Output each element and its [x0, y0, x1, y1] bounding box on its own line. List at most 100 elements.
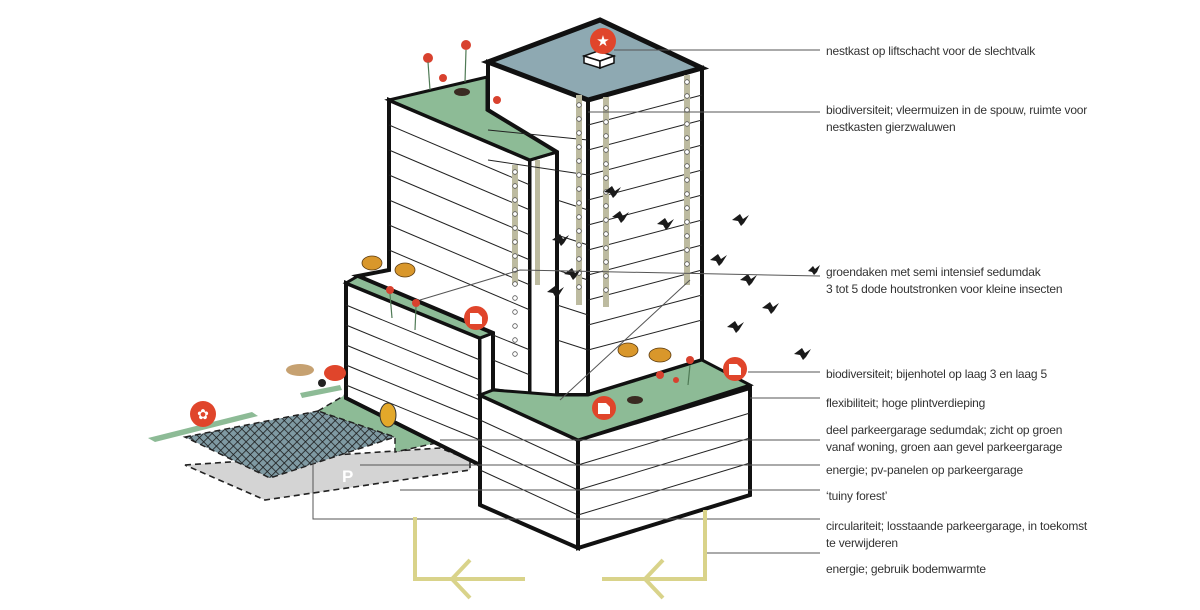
roost-hole — [576, 116, 582, 122]
roost-hole — [684, 93, 690, 99]
swift-bird — [762, 302, 779, 314]
flowers — [386, 40, 694, 386]
roost-hole — [684, 205, 690, 211]
roost-hole — [576, 200, 582, 206]
roost-hole — [576, 228, 582, 234]
roost-hole — [576, 284, 582, 290]
roost-hole — [684, 261, 690, 267]
bee — [617, 342, 639, 358]
label-bats-swifts: biodiversiteit; vleermuizen in de spouw,… — [826, 103, 1088, 134]
roost-hole — [512, 337, 518, 343]
label-geothermal: energie; gebruik bodemwarmte — [826, 562, 986, 576]
bee — [394, 262, 416, 278]
roost-hole — [576, 214, 582, 220]
roost-hole — [576, 172, 582, 178]
label-garage-sedum-roof: deel parkeergarage sedumdak; zicht op gr… — [826, 423, 1063, 454]
swift-bird — [710, 254, 727, 266]
roost-hole — [603, 273, 609, 279]
swift-bird — [612, 211, 629, 223]
label-tuiny-forest: ‘tuiny forest’ — [826, 489, 888, 503]
green-strip — [300, 385, 342, 398]
falcon-marker: ★ — [590, 28, 616, 54]
roost-hole — [512, 295, 518, 301]
butterfly — [379, 402, 397, 428]
roost-hole — [603, 245, 609, 251]
bee — [361, 255, 383, 271]
roost-hole — [603, 231, 609, 237]
roost-hole — [512, 211, 518, 217]
ladybug — [286, 364, 346, 387]
roost-hole — [576, 242, 582, 248]
right-podium — [476, 358, 754, 552]
markers: ★ ✿ — [190, 28, 747, 427]
label-pv-panels: energie; pv-panelen op parkeergarage — [826, 463, 1023, 477]
label-circularity: circulariteit; losstaande parkeergarage,… — [826, 519, 1088, 550]
swift-bird — [604, 186, 621, 198]
falcon-nestbox — [581, 50, 617, 70]
swift-icon — [808, 265, 820, 275]
roost-hole — [603, 175, 609, 181]
forest-marker: ✿ — [190, 401, 216, 427]
roost-hole — [603, 217, 609, 223]
roost-hole — [603, 287, 609, 293]
roost-hole — [512, 351, 518, 357]
swift-bird — [727, 321, 744, 333]
roost-hole — [603, 147, 609, 153]
geothermal-arrows — [413, 510, 707, 600]
bee-hotel-icon — [729, 364, 741, 375]
main-tower — [480, 17, 710, 398]
roost-hole — [512, 323, 518, 329]
cavity-strip — [535, 160, 540, 285]
roost-hole — [684, 149, 690, 155]
cavity-strip — [576, 95, 582, 305]
roost-hole — [576, 144, 582, 150]
roost-hole — [684, 247, 690, 253]
roost-hole — [684, 191, 690, 197]
leader-lines — [312, 49, 821, 554]
swift-bird — [732, 214, 749, 226]
label-bee-hotel: biodiversiteit; bijenhotel op laag 3 en … — [826, 367, 1047, 381]
roost-hole — [684, 135, 690, 141]
roost-hole — [603, 133, 609, 139]
roost-hole — [512, 253, 518, 259]
bee-hotel-icon — [470, 313, 482, 324]
bee — [648, 347, 672, 363]
roost-hole — [684, 121, 690, 127]
flower-icon: ✿ — [197, 407, 209, 423]
roost-hole — [576, 102, 582, 108]
roost-hole — [603, 105, 609, 111]
roost-hole — [684, 177, 690, 183]
parking-sign: P — [342, 467, 353, 486]
roost-hole — [684, 219, 690, 225]
bee-hotel-marker — [592, 396, 616, 420]
bee-hotel-icon — [598, 403, 610, 414]
roost-hole — [512, 183, 518, 189]
roost-hole — [603, 259, 609, 265]
cavity-strip — [603, 97, 609, 307]
cavity-strip — [512, 165, 518, 285]
roost-hole — [512, 239, 518, 245]
roost-hole — [576, 158, 582, 164]
roost-hole — [684, 79, 690, 85]
swift-bird — [657, 218, 674, 230]
ants — [454, 88, 643, 404]
label-falcon-nestbox: nestkast op liftschacht voor de slechtva… — [826, 44, 1036, 58]
star-icon: ★ — [596, 32, 609, 50]
roost-hole — [684, 163, 690, 169]
roost-hole — [512, 169, 518, 175]
label-high-plinth: flexibiliteit; hoge plintverdieping — [826, 396, 986, 410]
bee-hotel-marker — [723, 357, 747, 381]
swift-bird — [740, 274, 757, 286]
pv-panels — [182, 410, 398, 479]
bees — [361, 255, 672, 363]
roost-hole — [576, 186, 582, 192]
roost-hole — [684, 233, 690, 239]
roost-hole — [603, 119, 609, 125]
roost-hole — [576, 256, 582, 262]
swift-bird — [552, 234, 569, 246]
roost-hole — [576, 130, 582, 136]
swift-bird — [547, 286, 564, 298]
bee-hotel-marker — [464, 306, 488, 330]
